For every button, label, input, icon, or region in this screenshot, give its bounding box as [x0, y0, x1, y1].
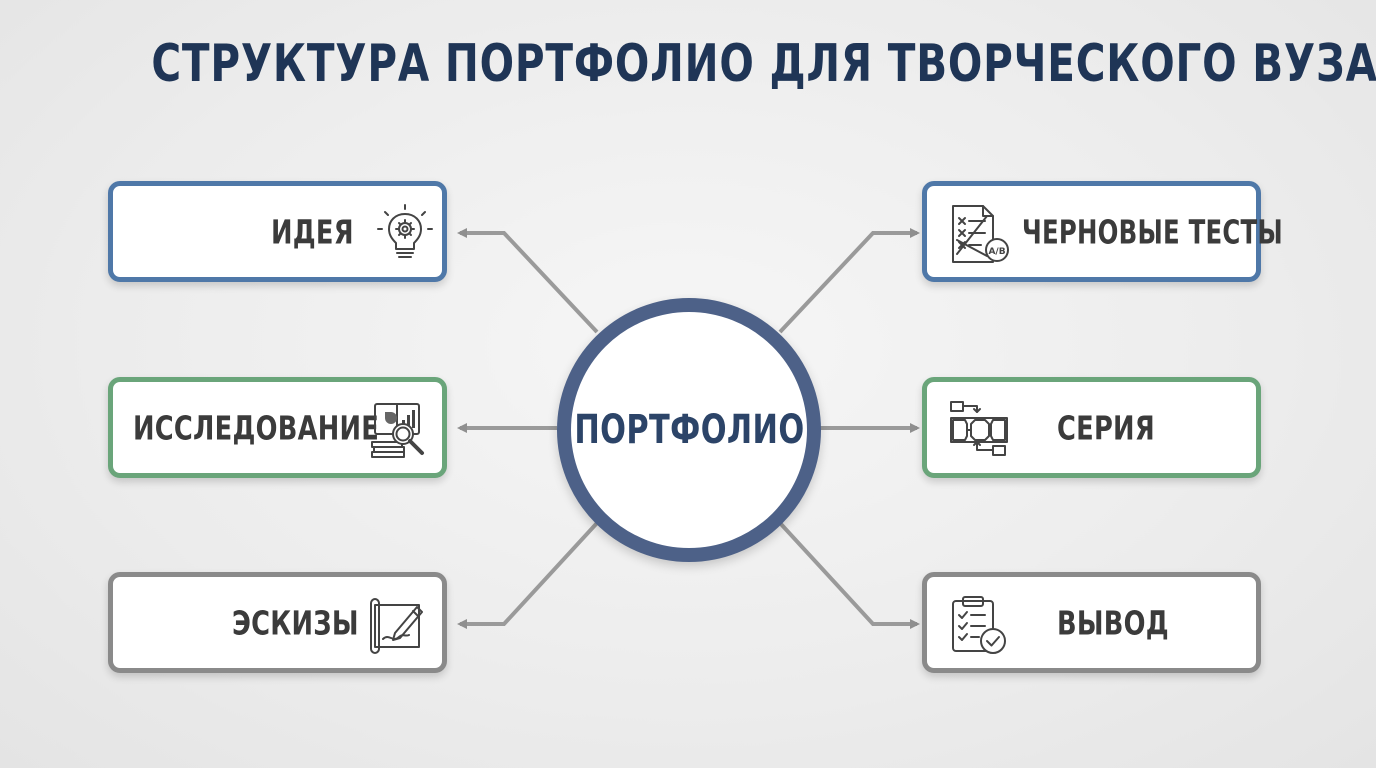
- node-series-label: СЕРИЯ: [1057, 408, 1155, 447]
- node-series: СЕРИЯ: [922, 377, 1261, 478]
- connector-idea: [457, 228, 599, 334]
- node-conclusion: ВЫВОД: [922, 572, 1261, 673]
- portfolio-hub-circle: ПОРТФОЛИО: [557, 298, 821, 562]
- ab-test-document-icon: A/B: [947, 202, 1011, 266]
- node-conclusion-label: ВЫВОД: [1057, 603, 1169, 642]
- node-research-label: ИССЛЕДОВАНИЕ: [133, 408, 380, 447]
- node-research: ИССЛЕДОВАНИЕ: [108, 377, 447, 478]
- clipboard-check-icon: [947, 593, 1011, 657]
- research-magnifier-icon: [367, 398, 431, 462]
- page-title: СТРУКТУРА ПОРТФОЛИО ДЛЯ ТВОРЧЕСКОГО ВУЗА: [151, 34, 1376, 94]
- connector-conclusion: [778, 521, 920, 629]
- node-idea-label: ИДЕЯ: [271, 212, 354, 251]
- ab-icon-text: A/B: [988, 247, 1005, 257]
- node-sketches-label: ЭСКИЗЫ: [232, 603, 359, 642]
- drawing-pencil-icon: [365, 593, 429, 657]
- connector-sketches: [457, 521, 599, 629]
- connector-drafts: [778, 228, 920, 334]
- node-sketches: ЭСКИЗЫ: [108, 572, 447, 673]
- node-idea: ИДЕЯ: [108, 181, 447, 282]
- node-drafts: A/B ЧЕРНОВЫЕ ТЕСТЫ: [922, 181, 1283, 282]
- node-drafts-label: ЧЕРНОВЫЕ ТЕСТЫ: [1022, 212, 1283, 251]
- flowchart-icon: [947, 398, 1011, 462]
- hub-label: ПОРТФОЛИО: [573, 407, 805, 453]
- lightbulb-gear-icon: [373, 202, 437, 266]
